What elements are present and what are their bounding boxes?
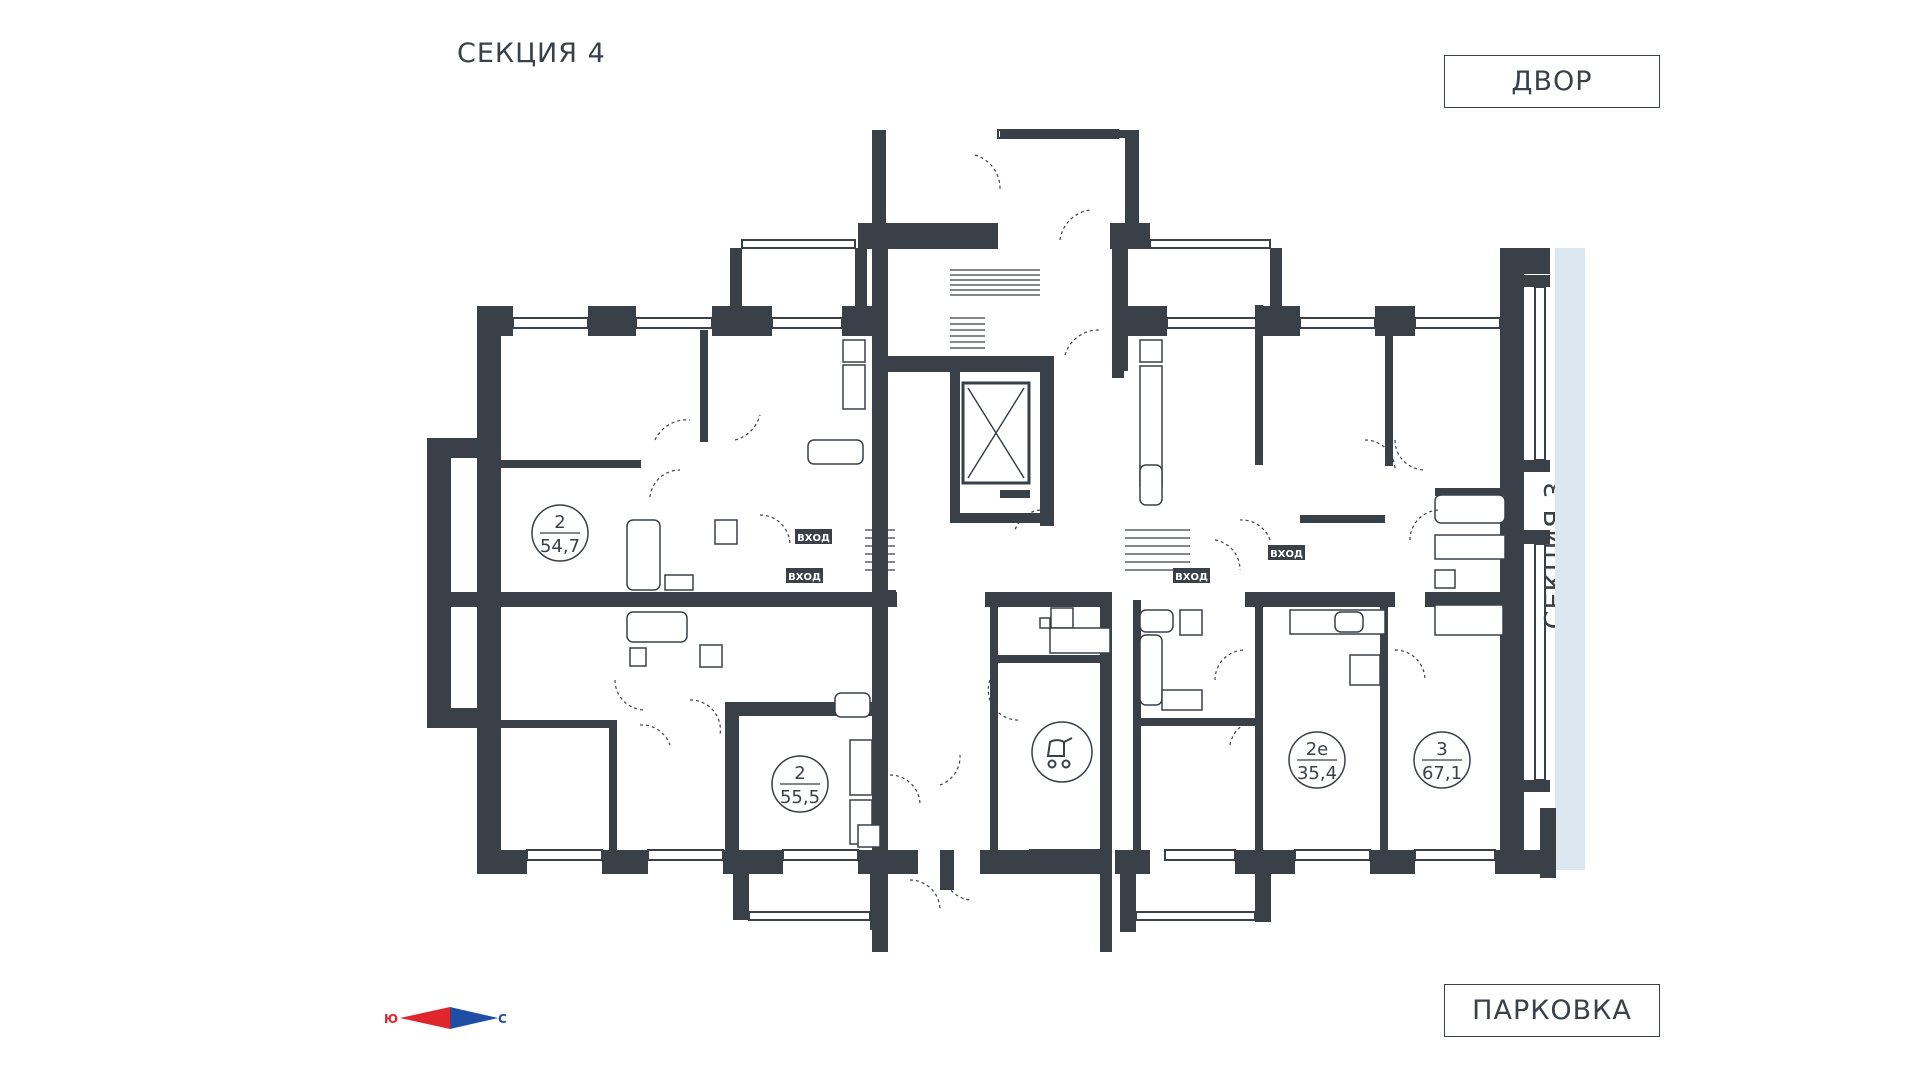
compass-north-arrow (450, 1007, 498, 1029)
windows (430, 129, 1546, 921)
entrance-label: ВХОД (1270, 549, 1303, 560)
apartment-rooms: 2 (554, 512, 565, 533)
apartment-badge: 3 67,1 (1413, 731, 1471, 789)
entrance-label: ВХОД (1175, 572, 1208, 583)
apartment-rooms: 2е (1306, 739, 1329, 760)
entrance-tag: ВХОД (786, 568, 823, 583)
elevator-icon (961, 381, 1031, 485)
compass: Ю С (384, 1007, 507, 1029)
entrance-label: ВХОД (788, 572, 821, 583)
parking-label: ПАРКОВКА (1444, 984, 1660, 1037)
apartment-area: 54,7 (540, 536, 580, 557)
compass-south-arrow (400, 1007, 450, 1029)
entrance-tag: ВХОД (795, 529, 832, 544)
stairs (865, 269, 1190, 571)
apartment-badges: 2 54,7 2 55,5 2е 35,4 3 67,1 (531, 504, 1471, 813)
entrance-label: ВХОД (797, 533, 830, 544)
entrance-tag: ВХОД (1268, 545, 1305, 560)
compass-south-label: Ю (384, 1012, 398, 1026)
apartment-badge: 2 54,7 (531, 504, 589, 562)
yard-label: ДВОР (1444, 55, 1660, 108)
apartment-rooms: 2 (794, 763, 805, 784)
walls (427, 130, 1556, 952)
apartment-area: 67,1 (1422, 763, 1462, 784)
stroller-icon (1031, 721, 1093, 783)
section-4-label: СЕКЦИЯ 4 (457, 38, 606, 69)
compass-north-label: С (498, 1012, 507, 1026)
apartment-area: 55,5 (780, 787, 820, 808)
entrance-tags: ВХОД ВХОД ВХОД ВХОД (786, 529, 1305, 583)
neighbor-section-strip (1555, 248, 1585, 870)
apartment-badge: 2 55,5 (771, 755, 829, 813)
apartment-area: 35,4 (1297, 763, 1337, 784)
entrance-tag: ВХОД (1173, 568, 1210, 583)
doors (614, 154, 1441, 911)
apartment-badge: 2е 35,4 (1288, 731, 1346, 789)
apartment-rooms: 3 (1436, 739, 1447, 760)
fixtures (626, 339, 1506, 848)
